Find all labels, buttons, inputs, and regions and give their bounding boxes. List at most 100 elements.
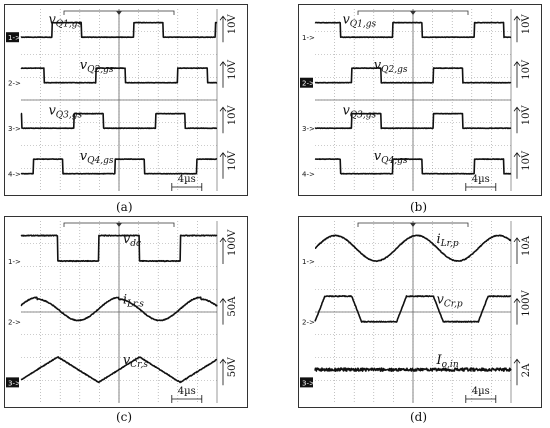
channel-marker: 1-> bbox=[302, 34, 315, 42]
time-div-label: 4µs bbox=[472, 174, 490, 185]
trigger-marker bbox=[410, 11, 416, 15]
panel-label: (b) bbox=[410, 200, 428, 214]
scale-arrow bbox=[219, 297, 227, 325]
trace-I-o-in bbox=[314, 367, 512, 372]
trace-i-lr-s bbox=[20, 296, 218, 322]
trace-v-q1-gs bbox=[314, 21, 512, 39]
trace-i-lr-p bbox=[314, 234, 512, 263]
channel-marker: 4-> bbox=[302, 171, 315, 179]
signal-label-main: v bbox=[342, 13, 350, 28]
scale-arrow bbox=[219, 61, 227, 88]
signal-label-sub: Q4,gs bbox=[87, 156, 114, 166]
signal-label-sub: Lr,p bbox=[440, 239, 459, 249]
scale-arrow bbox=[513, 358, 521, 386]
scale-arrow bbox=[219, 15, 227, 43]
trigger-marker bbox=[116, 11, 122, 15]
scale-label: 100V bbox=[521, 290, 532, 317]
signal-label-sub: o,in bbox=[442, 360, 459, 370]
signal-label: iLr,p bbox=[437, 232, 459, 249]
signal-label-main: I bbox=[436, 353, 443, 368]
marker-label: 3-> bbox=[8, 125, 21, 133]
time-div-bracket bbox=[465, 395, 497, 403]
signal-label-main: i bbox=[123, 293, 127, 308]
signal-label-main: v bbox=[48, 13, 56, 28]
channel-marker: 1-> bbox=[302, 258, 315, 266]
scale-label: 10V bbox=[227, 105, 238, 126]
marker-label: 3-> bbox=[302, 125, 315, 133]
signal-label-sub: Q3,gs bbox=[56, 111, 83, 121]
trace-v-q3-gs bbox=[314, 112, 512, 130]
trace-v-q2-gs bbox=[314, 67, 512, 84]
scale-label: 10V bbox=[521, 105, 532, 126]
channel-marker: 3-> bbox=[8, 125, 21, 133]
panel-label: (c) bbox=[116, 410, 133, 424]
signal-label-sub: Lr,s bbox=[126, 300, 144, 310]
signal-label: vQ4,gs bbox=[80, 149, 114, 166]
scale-label: 10V bbox=[521, 14, 532, 35]
signal-label-main: v bbox=[374, 149, 382, 164]
trace-v-q1-gs bbox=[20, 21, 218, 39]
panel-a: 1-> 10V vQ1,gs 2-> 10V vQ2,gs 3-> 10V vQ3,gs 4-> 1… bbox=[4, 4, 248, 216]
scale-arrow bbox=[513, 152, 521, 179]
channel-marker: 4-> bbox=[8, 171, 21, 179]
time-div-label: 4µs bbox=[178, 174, 196, 185]
marker-label: 2-> bbox=[302, 80, 315, 88]
time-div-bracket bbox=[465, 183, 497, 191]
marker-label: 1-> bbox=[8, 258, 21, 266]
signal-label-main: i bbox=[437, 232, 441, 247]
signal-label-main: v bbox=[123, 232, 131, 247]
scale-label: 100V bbox=[227, 229, 238, 256]
signal-label: vCr,s bbox=[123, 353, 148, 370]
time-div-label: 4µs bbox=[178, 386, 196, 397]
channel-marker: 2-> bbox=[8, 319, 21, 327]
scale-label: 10V bbox=[227, 150, 238, 171]
signal-label-sub: Q3,gs bbox=[350, 111, 377, 121]
channel-marker: 1-> bbox=[8, 258, 21, 266]
marker-box bbox=[6, 32, 19, 43]
trace-v-q3-gs bbox=[20, 112, 218, 130]
scale-label: 10V bbox=[227, 14, 238, 35]
scope-plot: 1->10VvQ1,gs2->10VvQ2,gs3->10VvQ3,gs4->1… bbox=[300, 9, 532, 191]
channel-marker: 2-> bbox=[8, 80, 21, 88]
scale-label: 10V bbox=[227, 59, 238, 80]
marker-label: 1-> bbox=[302, 34, 315, 42]
scale-label: 2A bbox=[521, 363, 532, 377]
channel-marker: 2-> bbox=[302, 319, 315, 327]
trigger-marker bbox=[116, 223, 122, 227]
signal-label-sub: Cr,s bbox=[130, 360, 148, 370]
signal-label: vQ4,gs bbox=[374, 149, 408, 166]
signal-label: vQ1,gs bbox=[48, 13, 82, 30]
scale-label: 10V bbox=[521, 150, 532, 171]
trace-v-dc bbox=[20, 234, 218, 263]
scale-label: 10V bbox=[521, 59, 532, 80]
signal-label-sub: Q2,gs bbox=[381, 65, 408, 75]
scale-arrow bbox=[219, 237, 227, 264]
scale-arrow bbox=[219, 152, 227, 179]
marker-box bbox=[6, 377, 19, 388]
channel-marker: 3-> bbox=[6, 377, 21, 388]
signal-label-main: v bbox=[374, 58, 382, 73]
signal-label-main: v bbox=[437, 293, 445, 308]
marker-label: 3-> bbox=[8, 379, 21, 387]
signal-label: Io,in bbox=[436, 353, 459, 370]
marker-label: 2-> bbox=[8, 319, 21, 327]
signal-label: vQ3,gs bbox=[342, 104, 376, 121]
scale-arrow bbox=[513, 297, 521, 325]
panel-label: (a) bbox=[116, 200, 133, 214]
signal-label: vQ2,gs bbox=[374, 58, 408, 75]
signal-label-main: v bbox=[123, 353, 131, 368]
signal-label-sub: Q1,gs bbox=[350, 20, 377, 30]
signal-label-main: v bbox=[342, 104, 350, 119]
signal-label: iLr,s bbox=[123, 293, 144, 310]
marker-label: 1-> bbox=[8, 34, 21, 42]
signal-label: vQ2,gs bbox=[80, 58, 114, 75]
time-div-label: 4µs bbox=[472, 386, 490, 397]
signal-label: vCr,p bbox=[437, 293, 463, 310]
marker-box bbox=[300, 377, 313, 388]
channel-marker: 1-> bbox=[6, 32, 21, 43]
scale-arrow bbox=[219, 106, 227, 134]
